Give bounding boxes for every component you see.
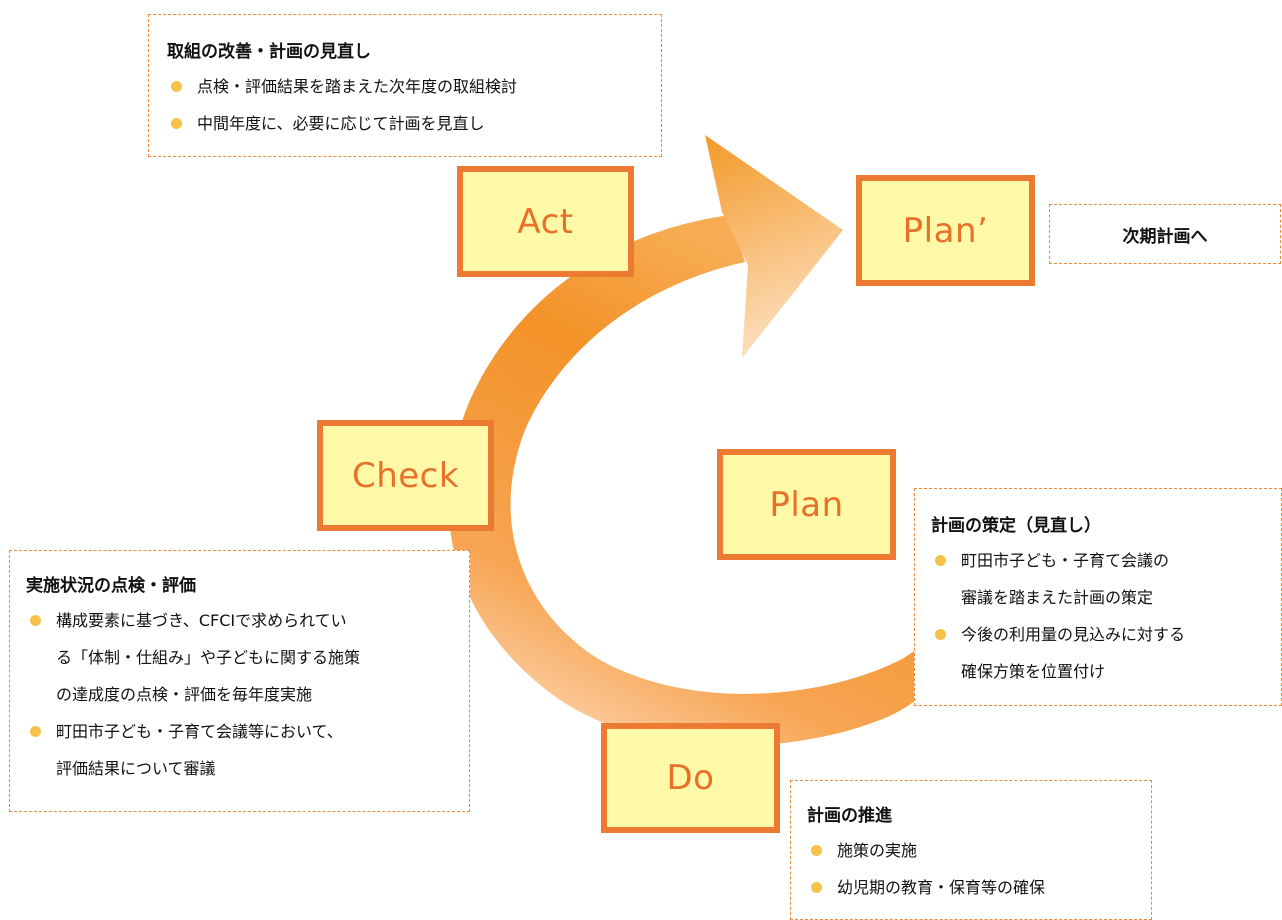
- bullet-dot-icon: [935, 555, 946, 566]
- arrow-head: [705, 135, 843, 358]
- list-item: 中間年度に、必要に応じて計画を見直し: [167, 105, 643, 142]
- list-item: 施策の実施: [807, 832, 1135, 869]
- list-item-text: 施策の実施: [837, 841, 918, 860]
- note-do: 計画の推進 施策の実施 幼児期の教育・保育等の確保: [790, 780, 1152, 920]
- note-check: 実施状況の点検・評価 構成要素に基づき、CFCIで求められてい る「体制・仕組み…: [9, 550, 470, 812]
- list-item-text: 点検・評価結果を踏まえた次年度の取組検討: [197, 77, 518, 96]
- note-act: 取組の改善・計画の見直し 点検・評価結果を踏まえた次年度の取組検討 中間年度に、…: [148, 14, 662, 157]
- note-plan: 計画の策定（見直し） 町田市子ども・子育て会議の 審議を踏まえた計画の策定 今後…: [914, 488, 1282, 706]
- note-title: 計画の推進: [807, 806, 892, 826]
- list-item-text: 評価結果について審議: [56, 759, 216, 778]
- list-item-text: 中間年度に、必要に応じて計画を見直し: [197, 114, 485, 133]
- list-item-text: る「体制・仕組み」や子どもに関する施策: [56, 648, 361, 667]
- list-item-text: 構成要素に基づき、CFCIで求められてい: [56, 611, 347, 630]
- arrow-body: [448, 215, 965, 746]
- list-item-text: の達成度の点検・評価を毎年度実施: [56, 685, 313, 704]
- list-item: 町田市子ども・子育て会議等において、 評価結果について審議: [26, 713, 453, 787]
- list-item: 構成要素に基づき、CFCIで求められてい る「体制・仕組み」や子どもに関する施策…: [26, 602, 453, 713]
- note-title: 取組の改善・計画の見直し: [167, 42, 371, 62]
- bullet-dot-icon: [30, 726, 41, 737]
- stage-do: Do: [601, 723, 780, 833]
- note-title: 計画の策定（見直し）: [931, 516, 1101, 536]
- note-title: 実施状況の点検・評価: [26, 576, 196, 596]
- list-item: 点検・評価結果を踏まえた次年度の取組検討: [167, 68, 643, 105]
- list-item-text: 今後の利用量の見込みに対する: [961, 625, 1186, 644]
- list-item: 今後の利用量の見込みに対する 確保方策を位置付け: [931, 616, 1265, 690]
- stage-check: Check: [317, 420, 494, 531]
- list-item: 幼児期の教育・保育等の確保: [807, 869, 1135, 906]
- list-item-text: 確保方策を位置付け: [961, 662, 1106, 681]
- bullet-dot-icon: [935, 629, 946, 640]
- note-next-plan: 次期計画へ: [1049, 204, 1281, 264]
- stage-plan-next: Plan’: [856, 175, 1035, 286]
- bullet-dot-icon: [811, 882, 822, 893]
- bullet-dot-icon: [30, 615, 41, 626]
- bullet-dot-icon: [811, 845, 822, 856]
- list-item-text: 審議を踏まえた計画の策定: [961, 588, 1154, 607]
- bullet-dot-icon: [171, 81, 182, 92]
- note-title: 次期計画へ: [1122, 226, 1208, 247]
- list-item-text: 町田市子ども・子育て会議等において、: [56, 722, 343, 741]
- list-item: 町田市子ども・子育て会議の 審議を踏まえた計画の策定: [931, 542, 1265, 616]
- list-item-text: 幼児期の教育・保育等の確保: [837, 878, 1046, 897]
- stage-plan: Plan: [717, 449, 896, 560]
- stage-act: Act: [457, 166, 634, 277]
- bullet-dot-icon: [171, 118, 182, 129]
- list-item-text: 町田市子ども・子育て会議の: [961, 551, 1170, 570]
